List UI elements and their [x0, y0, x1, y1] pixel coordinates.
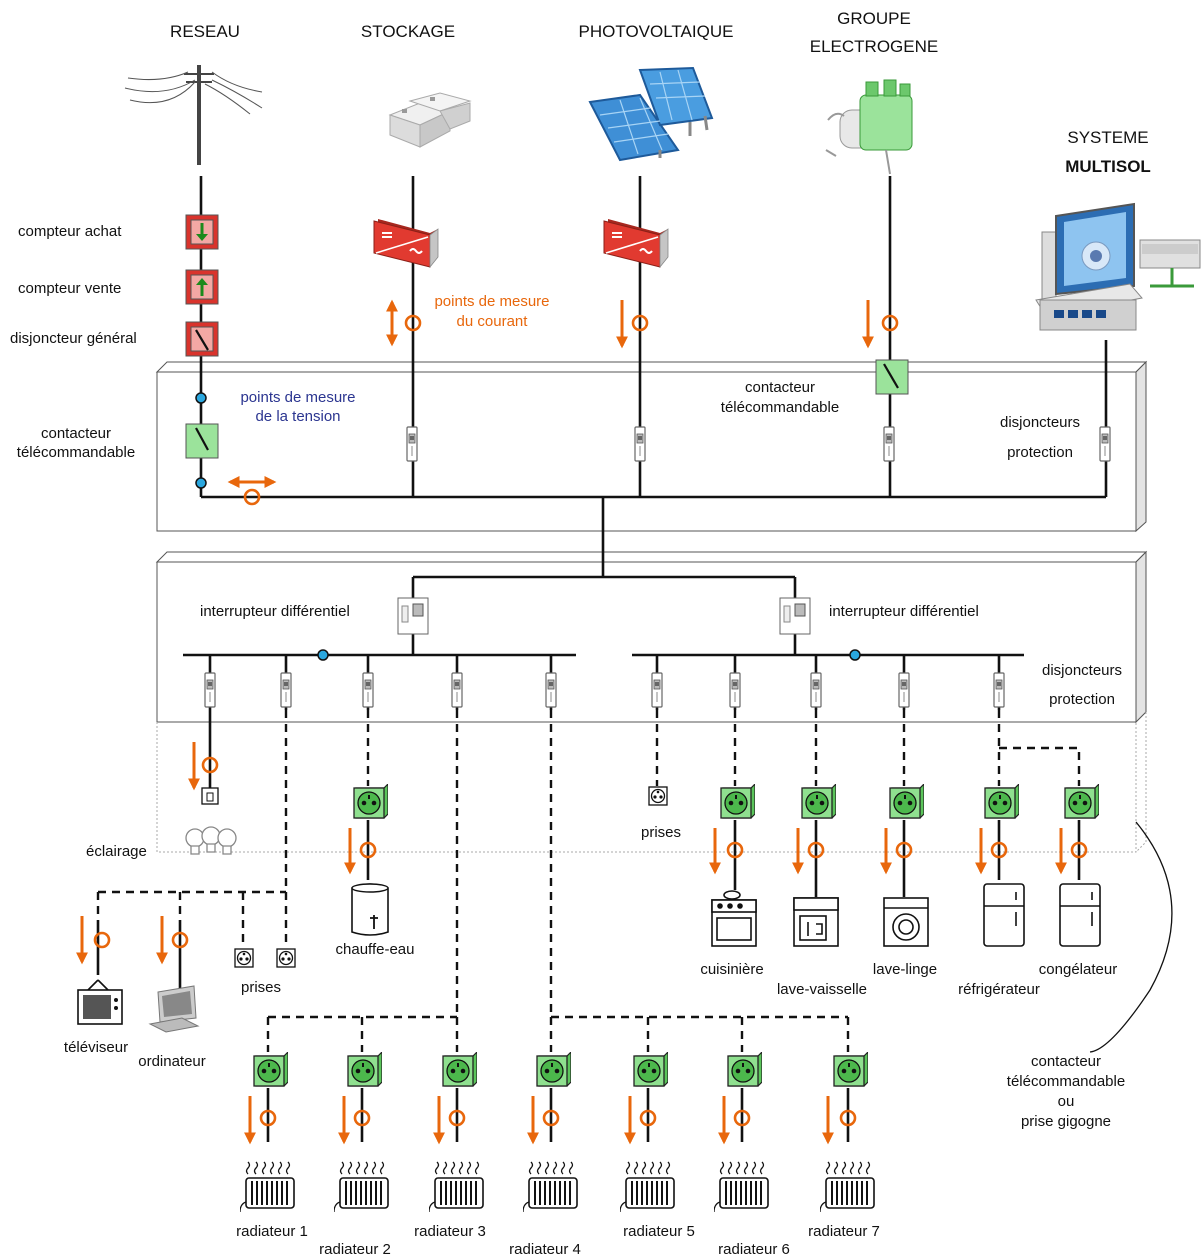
label-courant-2: du courant	[456, 313, 528, 330]
stove-icon	[711, 890, 757, 947]
computer-system-icon	[1035, 202, 1201, 331]
label-reseau: RESEAU	[170, 22, 240, 41]
label-disj-top-1: disjoncteurs	[999, 414, 1081, 431]
generator-icon	[825, 79, 913, 175]
label-congelateur: congélateur	[1038, 961, 1118, 978]
label-radiateur-1: radiateur 1	[236, 1223, 308, 1240]
meter-vente	[185, 269, 219, 305]
label-groupe: GROUPE	[837, 9, 911, 28]
label-disj-bottom-2: protection	[1049, 691, 1115, 708]
label-note-4: prise gigogne	[1020, 1113, 1112, 1130]
label-stockage: STOCKAGE	[360, 22, 456, 41]
label-photovoltaique: PHOTOVOLTAIQUE	[578, 22, 734, 41]
label-radiateur-5: radiateur 5	[623, 1223, 695, 1240]
current-arrows	[76, 299, 1067, 1145]
label-lave-linge: lave-linge	[872, 961, 938, 978]
differential-switches	[397, 597, 811, 635]
water-heater-icon	[351, 883, 389, 936]
lamps-icon	[185, 826, 237, 855]
freezer-icon	[1059, 883, 1101, 947]
computer-icon	[148, 985, 200, 1033]
fridge-icon	[983, 883, 1025, 947]
battery-icon	[388, 92, 472, 148]
label-tension-2: de la tension	[255, 408, 341, 425]
label-radiateur-6: radiateur 6	[718, 1241, 790, 1258]
label-note-1: contacteur	[1030, 1053, 1102, 1070]
label-contacteur-left-2: télécommandable	[16, 444, 136, 461]
upper-panel	[155, 360, 1148, 533]
contacteur-groupe-icon	[875, 359, 909, 395]
label-multisol: MULTISOL	[1065, 157, 1151, 176]
label-prises-left: prises	[240, 979, 282, 996]
meter-achat	[185, 214, 219, 250]
label-ordinateur: ordinateur	[138, 1053, 206, 1070]
voltage-points	[195, 392, 861, 661]
label-note-3: ou	[1057, 1093, 1075, 1110]
label-courant-1: points de mesure	[434, 293, 550, 310]
solar-panel-icon	[588, 66, 714, 162]
label-tension-1: points de mesure	[240, 389, 356, 406]
dashed-wiring	[96, 710, 1081, 1052]
note-leader	[1089, 821, 1173, 1053]
current-points	[93, 314, 1088, 1127]
label-diff-left: interrupteur différentiel	[200, 603, 350, 620]
label-compteur-achat: compteur achat	[18, 223, 122, 240]
inverter-icon	[603, 218, 669, 268]
power-pole-icon	[124, 65, 263, 165]
label-televiseur: téléviseur	[63, 1039, 129, 1056]
label-note-2: télécommandable	[1006, 1073, 1126, 1090]
label-disj-top-2: protection	[1007, 444, 1073, 461]
label-systeme: SYSTEME	[1067, 128, 1149, 147]
label-prises-right: prises	[640, 824, 682, 841]
label-contacteur-left-1: contacteur	[40, 425, 112, 442]
label-disj-bottom-1: disjoncteurs	[1041, 662, 1123, 679]
contacteur-left-icon	[185, 423, 219, 459]
inverter-icon	[373, 218, 439, 268]
label-cuisiniere: cuisinière	[700, 961, 764, 978]
label-refrigerateur: réfrigérateur	[958, 981, 1040, 998]
label-electrogene: ELECTROGENE	[809, 37, 939, 56]
disjoncteur-general-icon	[185, 321, 219, 357]
label-radiateur-7: radiateur 7	[808, 1223, 880, 1240]
radiators	[240, 1161, 875, 1212]
label-radiateur-4: radiateur 4	[509, 1241, 581, 1258]
label-contacteur-groupe-1: contacteur	[744, 379, 816, 396]
label-lave-vaisselle: lave-vaisselle	[776, 981, 868, 998]
load-wiring	[96, 820, 1081, 1142]
label-compteur-vente: compteur vente	[18, 280, 122, 297]
washing-machine-icon	[883, 897, 929, 947]
label-disjoncteur-general: disjoncteur général	[10, 330, 137, 347]
tv-icon	[77, 979, 123, 1025]
small-prises	[201, 786, 668, 968]
label-chauffe-eau: chauffe-eau	[335, 941, 415, 958]
dishwasher-icon	[793, 897, 839, 947]
label-eclairage: éclairage	[86, 843, 147, 860]
label-diff-right: interrupteur différentiel	[829, 603, 979, 620]
label-radiateur-2: radiateur 2	[319, 1241, 391, 1258]
label-radiateur-3: radiateur 3	[414, 1223, 486, 1240]
lower-panel	[155, 550, 1148, 853]
label-contacteur-groupe-2: télécommandable	[720, 399, 840, 416]
